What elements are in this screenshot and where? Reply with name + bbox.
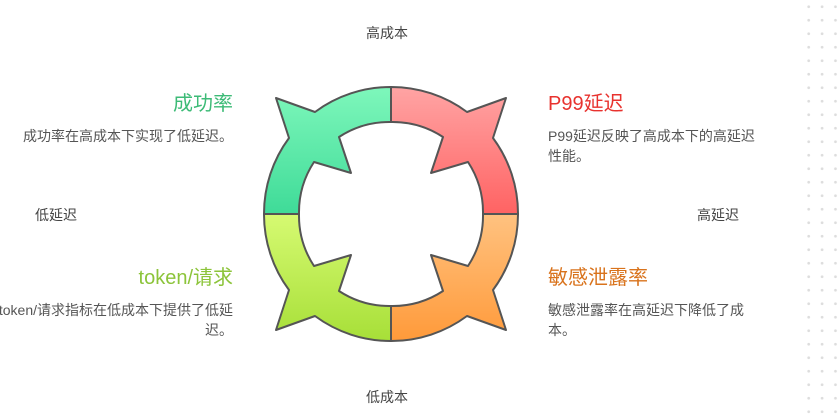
quadrant-arrow-success-rate [262,85,392,215]
quadrant-arrow-p99-latency [390,85,520,215]
dot-grid-decoration [802,0,840,420]
quadrant-title-success-rate: 成功率 [173,93,233,115]
axis-label-left: 低延迟 [35,207,77,223]
axis-label-right: 高延迟 [697,207,739,223]
quadrant-title-leak-rate: 敏感泄露率 [548,267,648,289]
quadrant-desc-token-per-request: token/请求指标在低成本下提供了低延迟。 [0,302,233,338]
quadrant-desc-leak-rate: 敏感泄露率在高延迟下降低了成本。 [548,302,744,338]
quadrant-desc-success-rate: 成功率在高成本下实现了低延迟。 [23,128,233,144]
quadrant-arrow-token-per-request [262,213,392,343]
axis-label-top: 高成本 [366,25,408,41]
quadrant-arrow-leak-rate [390,213,520,343]
quadrant-title-token-per-request: token/请求 [138,267,233,289]
quadrant-title-p99-latency: P99延迟 [548,93,624,115]
quadrant-desc-p99-latency: P99延迟反映了高成本下的高延迟性能。 [548,128,755,164]
axis-label-bottom: 低成本 [366,389,408,405]
